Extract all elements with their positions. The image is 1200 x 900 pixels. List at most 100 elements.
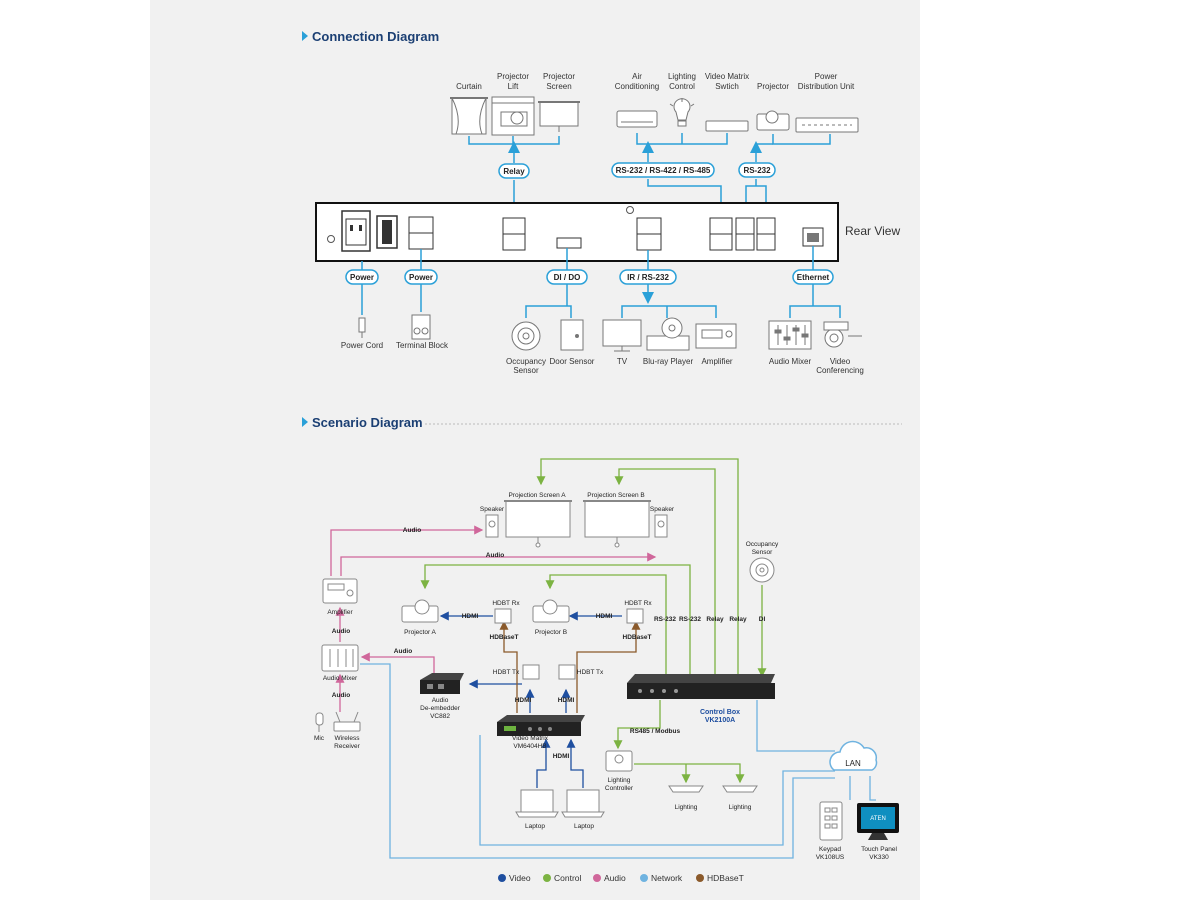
video-line <box>536 738 551 788</box>
edge-label-di: DI <box>759 616 766 623</box>
legend-label-video: Video <box>509 873 531 883</box>
edge-label-hdbaset: HDBaseT <box>490 634 519 641</box>
rs-multi-pill <box>611 162 715 178</box>
relay-bus-line <box>468 136 560 145</box>
edge-label-hdbaset: HDBaseT <box>623 634 652 641</box>
rs232-pill-label: RS-232 <box>743 166 771 175</box>
control-line <box>613 700 661 750</box>
deembedder-icon <box>420 673 464 694</box>
ir-pill <box>619 269 677 285</box>
power-switch-icon <box>376 215 398 249</box>
amplifier-label: Amplifier <box>327 609 353 616</box>
rs-multi-pill-label: RS-232 / RS-422 / RS-485 <box>616 166 711 175</box>
legend-label-network: Network <box>651 873 683 883</box>
edge-label-hdmi: HDMI <box>558 697 575 704</box>
control-line <box>420 564 691 676</box>
wireless-receiver-icon <box>333 711 361 732</box>
relay-pill <box>498 163 530 179</box>
ethernet-pill-label: Ethernet <box>797 273 830 282</box>
hdbt-tx-a-label: HDBT Tx <box>493 669 520 676</box>
rs232-pill <box>738 162 776 178</box>
control-box-icon <box>627 674 775 699</box>
speaker-label: Speaker <box>650 506 675 513</box>
hdbt-rx-a-icon <box>494 608 512 624</box>
audio-line <box>330 525 484 576</box>
audio-line <box>360 652 435 673</box>
lighting-label: Lighting <box>729 804 752 811</box>
screen-b-label: Projection Screen B <box>587 492 644 499</box>
network-line <box>360 663 835 859</box>
laptop-1-icon <box>515 789 559 818</box>
bottom-device-label: Audio Mixer <box>769 357 812 366</box>
lighting-control-icon <box>669 98 695 127</box>
dido-branch-line <box>525 284 572 318</box>
edge-label-hdmi: HDMI <box>553 753 570 760</box>
scenario-section: Scenario Diagram <box>302 415 902 883</box>
touch-panel-screen-text: ATEN <box>870 816 886 822</box>
edge-label-rs232: RS-232 <box>654 616 676 623</box>
hdbaset-line <box>576 620 641 713</box>
edge-label-rs232: RS-232 <box>679 616 701 623</box>
edge-label-relay: Relay <box>729 616 747 623</box>
edge-label-audio: Audio <box>486 552 504 559</box>
connection-title: Connection Diagram <box>312 29 439 44</box>
audio-mixer-icon <box>321 644 359 672</box>
ir-branch-line <box>621 305 717 318</box>
edge-label-audio: Audio <box>332 692 350 699</box>
network-line <box>869 776 876 801</box>
audio-line <box>340 552 657 576</box>
mic-icon <box>315 712 324 732</box>
ground-screw-icon <box>327 235 335 243</box>
top-device-label: Projector <box>757 82 789 91</box>
screw-icon <box>626 206 634 214</box>
power-pill <box>404 269 438 285</box>
amplifier-icon <box>322 578 358 604</box>
control-line <box>545 574 667 676</box>
ethernet-branch-line <box>789 284 841 318</box>
bottom-device-label: Door Sensor <box>550 357 595 366</box>
hdbt-tx-b-label: HDBT Tx <box>577 669 604 676</box>
rs232-bus-line <box>772 134 831 145</box>
serial-terminal-icon <box>709 217 776 251</box>
bottom-device-label: Terminal Block <box>396 341 449 350</box>
legend-swatch-control <box>543 874 551 882</box>
speaker-left-icon <box>485 514 499 538</box>
projector-a-label: Projector A <box>404 629 436 636</box>
dido-pill-label: DI / DO <box>554 273 581 282</box>
lighting-1-icon <box>668 785 704 793</box>
rear-view-label: Rear View <box>845 224 900 238</box>
speaker-right-icon <box>654 514 668 538</box>
hdbaset-line <box>499 620 518 713</box>
legend-label-audio: Audio <box>604 873 626 883</box>
mic-label: Mic <box>314 735 325 742</box>
power-socket-icon <box>341 210 371 252</box>
edge-label-rs485: RS485 / Modbus <box>630 728 681 735</box>
lan-label: LAN <box>845 759 861 768</box>
projector-screen-icon <box>538 101 580 132</box>
edge-label-hdmi: HDMI <box>596 613 613 620</box>
edge-label-hdmi: HDMI <box>515 697 532 704</box>
rear-panel: Rear View <box>315 202 900 262</box>
hdbt-tx-a-icon <box>522 664 540 680</box>
legend-swatch-hdbaset <box>696 874 704 882</box>
lighting-controller-icon <box>605 750 633 772</box>
edge-label-hdmi: HDMI <box>462 613 479 620</box>
terminal-block-icon <box>408 216 434 250</box>
projector-lift-icon <box>491 96 535 136</box>
control-line <box>536 458 739 676</box>
door-sensor-icon <box>560 319 584 351</box>
section-arrow-icon <box>302 417 308 427</box>
laptop-label: Laptop <box>574 823 594 830</box>
top-device-label: Curtain <box>456 82 482 91</box>
edge-label-relay: Relay <box>706 616 724 623</box>
